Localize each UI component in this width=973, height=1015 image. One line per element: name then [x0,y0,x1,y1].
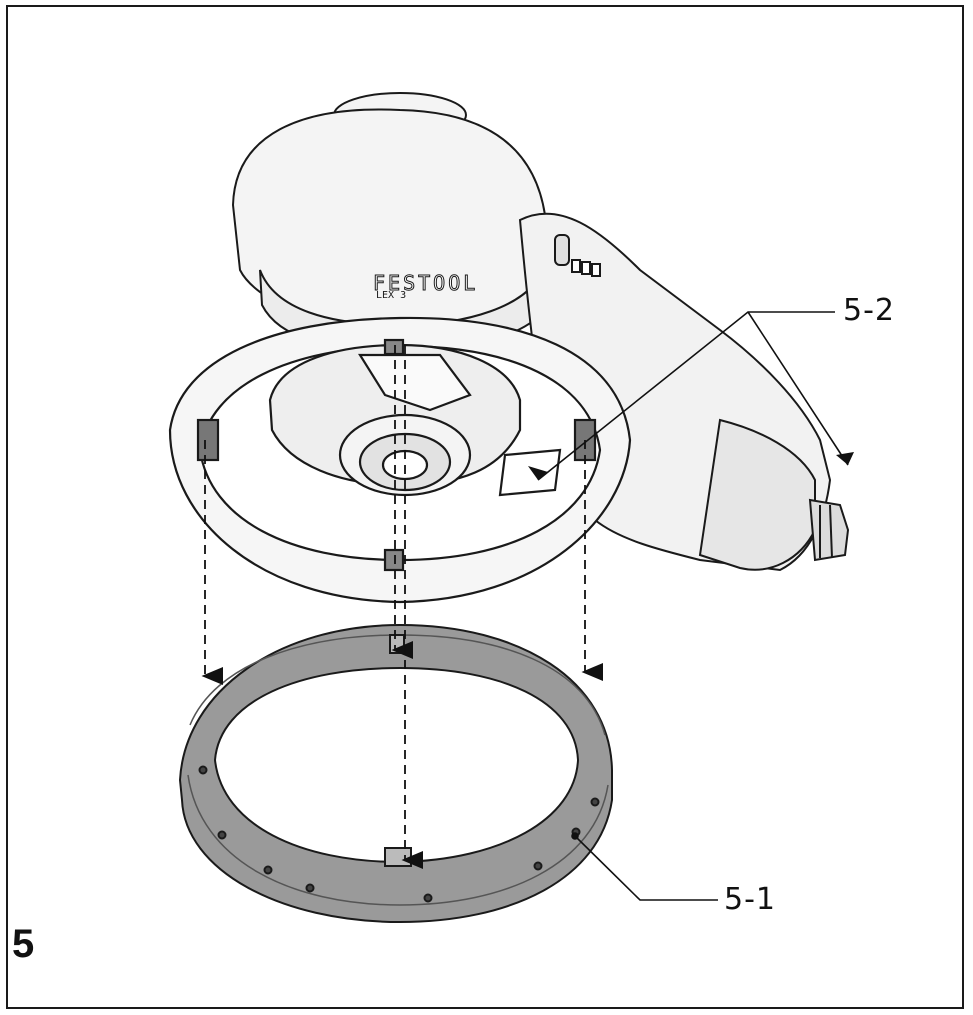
alignment-arrows [201,345,603,869]
brand-mark: FESTOOL [373,271,478,295]
figure-number: 5 [12,922,35,966]
callout-5-2: 5-2 [843,293,895,328]
seal-ring [178,623,613,924]
sander-motor-housing [231,92,547,352]
pad-holder-shroud [168,316,632,604]
figure-frame [6,5,964,1009]
leader-lines [528,311,854,901]
model-mark: LEX 3 [376,290,406,301]
callout-5-1: 5-1 [724,882,776,917]
